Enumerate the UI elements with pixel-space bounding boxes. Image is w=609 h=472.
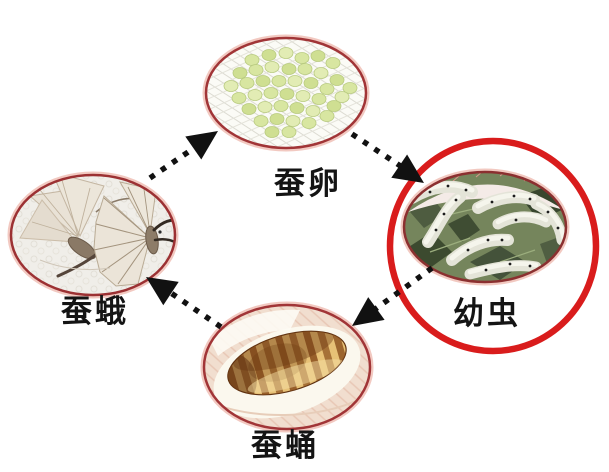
- arrow-eggs-to-larva: [350, 131, 424, 183]
- label-eggs: 蚕卵: [274, 166, 342, 202]
- label-moth: 蚕蛾: [61, 294, 129, 330]
- pupa-oval-border: [202, 303, 372, 431]
- moth-photo: [7, 171, 179, 299]
- pupa-body: [220, 319, 351, 407]
- eggs-oval-border: [204, 36, 368, 150]
- eggs-photo: [202, 34, 370, 152]
- arrowhead: [352, 297, 385, 326]
- label-larva: 幼虫: [453, 296, 521, 332]
- egg-cluster: [223, 47, 358, 138]
- larva-photo: [400, 168, 570, 286]
- pupa-photo: [200, 301, 374, 433]
- silkworm-speckles: [428, 184, 560, 272]
- larva-oval-border: [402, 170, 568, 284]
- arrowhead: [146, 277, 179, 306]
- highlight-circle: [386, 137, 600, 355]
- arrowhead: [185, 131, 218, 160]
- arrowhead: [391, 154, 424, 183]
- label-pupa: 蚕蛹: [251, 428, 319, 464]
- arrow-larva-to-pupa: [352, 265, 434, 326]
- arrow-pupa-to-moth: [146, 277, 223, 330]
- arrow-moth-to-eggs: [148, 131, 218, 181]
- moth-oval-border: [9, 173, 177, 297]
